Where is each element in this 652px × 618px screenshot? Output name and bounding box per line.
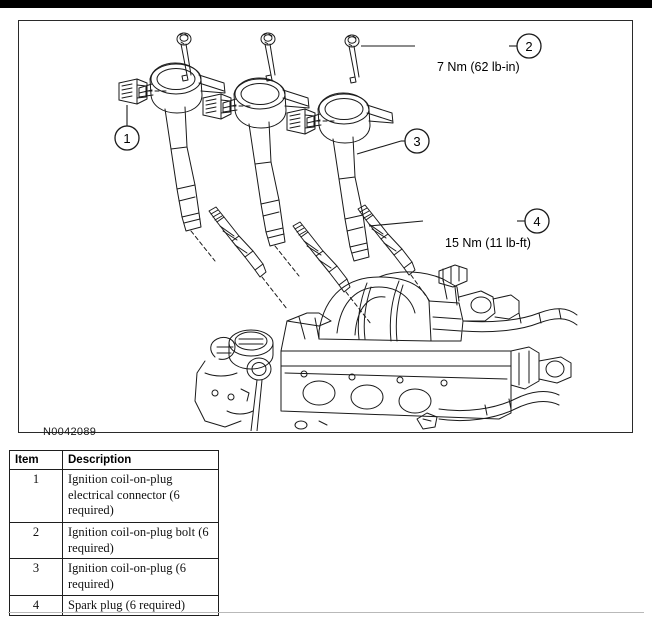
callout-bubble-4: 4 [524, 208, 550, 234]
coil-assembly-2 [222, 32, 310, 277]
engine-assembly [194, 264, 578, 431]
callout-bubble-1: 1 [114, 125, 140, 151]
coil-assembly-1 [138, 32, 226, 262]
item-number: 2 [9, 521, 63, 560]
table-row: 3 Ignition coil-on-plug (6 required) [9, 558, 219, 596]
spark-plug-1 [208, 206, 288, 310]
bottom-divider-rule [8, 612, 644, 613]
figure-frame: 1 2 3 4 7 Nm (62 lb-in) 15 Nm (11 lb-ft)… [18, 20, 633, 438]
top-black-bar [0, 0, 652, 8]
item-number: 4 [9, 594, 63, 617]
coil-bolt-1 [176, 32, 192, 82]
torque-spec-spark-plug: 15 Nm (11 lb-ft) [445, 236, 531, 250]
svg-text:1: 1 [123, 131, 130, 146]
oil-filler-cap [228, 329, 274, 370]
electrical-connector-3 [286, 108, 335, 135]
column-header-item: Item [9, 450, 63, 470]
item-description: Ignition coil-on-plug bolt (6 required) [62, 521, 219, 560]
leader-line-3 [356, 140, 402, 155]
figure-id-label: N0042089 [43, 426, 97, 438]
torque-spec-bolt: 7 Nm (62 lb-in) [437, 60, 520, 74]
dipstick [246, 357, 272, 431]
item-description: Ignition coil-on-plug (6 required) [62, 558, 219, 596]
svg-text:4: 4 [533, 214, 540, 229]
svg-text:2: 2 [525, 39, 532, 54]
electrical-connector-2 [202, 93, 251, 120]
callout-bubbles: 1 2 3 4 [114, 33, 550, 234]
callout-bubble-3: 3 [404, 128, 430, 154]
table-row: 2 Ignition coil-on-plug bolt (6 required… [9, 521, 219, 560]
item-description: Spark plug (6 required) [62, 594, 219, 617]
svg-text:3: 3 [413, 134, 420, 149]
coil-bolt-3 [344, 34, 360, 84]
coil-bolt-2 [260, 32, 276, 82]
table-header-row: Item Description [9, 450, 219, 470]
table-row: 1 Ignition coil-on-plug electrical conne… [9, 469, 219, 523]
coil-assembly-3 [306, 34, 394, 262]
column-header-description: Description [62, 450, 219, 470]
item-number: 1 [9, 469, 63, 523]
table-row: 4 Spark plug (6 required) [9, 594, 219, 617]
item-number: 3 [9, 558, 63, 596]
electrical-connector-1 [118, 78, 167, 105]
engine-ignition-diagram: 1 2 3 4 [114, 32, 578, 431]
parts-legend-table: Item Description 1 Ignition coil-on-plug… [9, 450, 219, 617]
callout-bubble-2: 2 [516, 33, 542, 59]
item-description: Ignition coil-on-plug electrical connect… [62, 469, 219, 523]
leader-line-4 [368, 220, 424, 227]
